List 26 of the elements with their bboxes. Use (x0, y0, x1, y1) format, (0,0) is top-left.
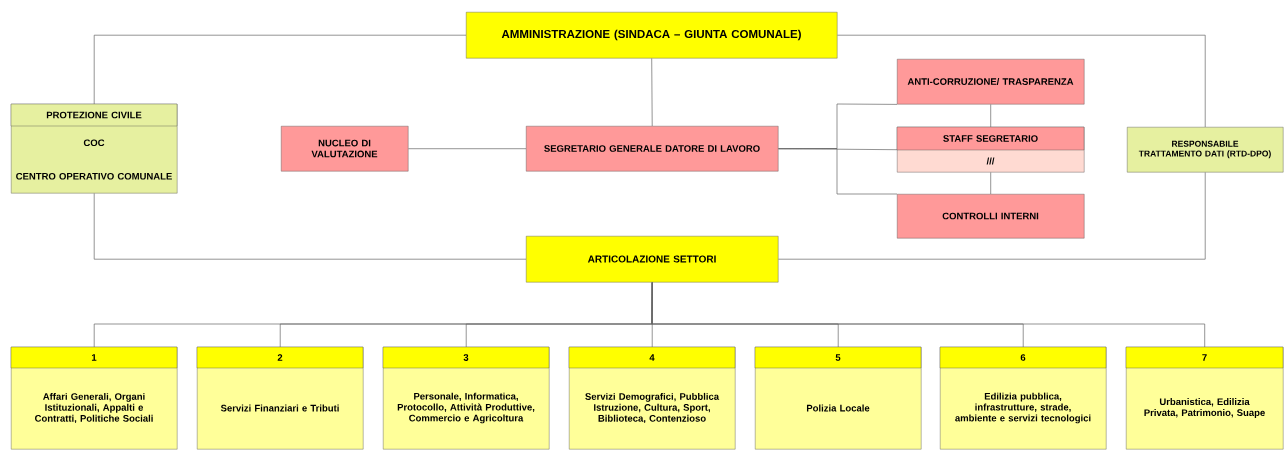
connector-line (651, 282, 1206, 348)
org-box: STAFF SEGRETARIO /// (896, 126, 1085, 173)
org-box: ARTICOLAZIONE SETTORI (526, 236, 779, 283)
connector-line (651, 58, 653, 127)
connector-line (93, 34, 467, 105)
org-box: ANTI-CORRUZIONE/ TRASPARENZA (897, 59, 1085, 105)
top-box: AMMINISTRAZIONE (SINDACA – GIUNTA COMUNALE) (466, 12, 838, 59)
connector-line (408, 148, 527, 150)
org-box: RESPONSABILE TRATTAMENTO DATI (RTD-DPO) (1127, 127, 1284, 173)
connector-line (990, 104, 992, 128)
connector-line (778, 148, 898, 195)
connector-line (93, 193, 527, 260)
sector-box: 5 Polizia Locale (754, 346, 922, 450)
sector-box: 7 Urbanistica, Edilizia Privata, Patrimonio, Suape (1125, 346, 1284, 450)
org-box: CONTROLLI INTERNI (897, 194, 1085, 239)
sector-box: 2 Servizi Finanziari e Tributi (196, 346, 364, 450)
connector-line (990, 172, 992, 195)
org-box: PROTEZIONE CIVILE COC CENTRO OPERATIVO COMUNALE (10, 103, 178, 194)
org-box: SEGRETARIO GENERALE DATORE DI LAVORO (526, 126, 779, 172)
sector-box: 1 Affari Generali, Organi Istituzionali, Appalti e Contratti, Politiche Sociali (10, 346, 178, 450)
sector-box: 3 Personale, Informatica, Protocollo, Attività Produttive, Commercio e Agricoltura (382, 346, 550, 450)
sector-box: 4 Servizi Demografici, Pubblica Istruzione, Cultura, Sport, Biblioteca, Contenzioso (568, 346, 736, 450)
sector-box: 6 Edilizia pubblica, infrastrutture, strade, ambiente e servizi tecnologici (939, 346, 1107, 450)
connector-line (778, 172, 1206, 260)
connector-line (837, 34, 1206, 128)
org-box: NUCLEO DI VALUTAZIONE (281, 126, 409, 172)
